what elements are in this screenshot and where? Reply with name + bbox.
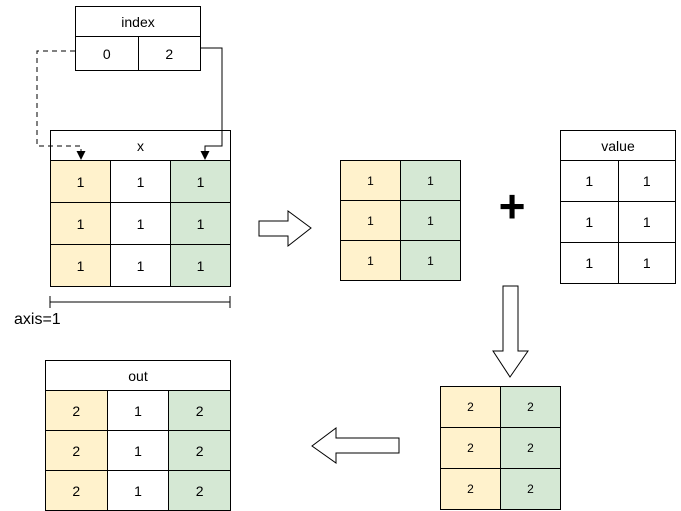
value-cell: 1 — [560, 160, 619, 202]
x-table-title: x — [50, 130, 231, 161]
out-cell: 1 — [106, 430, 170, 471]
gathered-cell: 1 — [400, 240, 461, 281]
flow-arrow-right-icon — [258, 210, 312, 248]
out-cell: 2 — [45, 390, 108, 431]
index-table-title: index — [75, 6, 201, 37]
value-cell: 1 — [560, 242, 619, 284]
out-cell: 1 — [106, 390, 170, 431]
x-cell: 1 — [110, 244, 171, 287]
sum-cell: 2 — [440, 427, 501, 469]
gathered-table: 1 1 1 1 1 1 — [340, 160, 461, 281]
x-cell: 1 — [110, 202, 171, 245]
out-table-title: out — [45, 360, 231, 391]
sum-cell: 2 — [500, 386, 561, 428]
gathered-cell: 1 — [400, 200, 461, 241]
out-cell: 2 — [45, 430, 108, 471]
value-cell: 1 — [560, 201, 619, 243]
out-cell: 2 — [168, 470, 231, 511]
sum-cell: 2 — [500, 468, 561, 510]
out-table: out 2 1 2 2 1 2 2 1 2 — [45, 360, 231, 511]
flow-arrow-left-icon — [311, 427, 400, 464]
x-cell: 1 — [50, 202, 111, 245]
x-cell: 1 — [170, 244, 231, 287]
sum-table: 2 2 2 2 2 2 — [440, 386, 561, 510]
x-cell: 1 — [170, 160, 231, 203]
gathered-cell: 1 — [340, 240, 401, 281]
value-table-title: value — [560, 130, 676, 161]
gathered-cell: 1 — [340, 200, 401, 241]
out-cell: 1 — [106, 470, 170, 511]
x-cell: 1 — [50, 160, 111, 203]
gathered-cell: 1 — [400, 160, 461, 201]
flow-arrow-down-icon — [492, 285, 529, 378]
value-table: value 1 1 1 1 1 1 — [560, 130, 676, 284]
index-cell: 2 — [137, 36, 201, 71]
sum-cell: 2 — [500, 427, 561, 469]
axis-label: axis=1 — [14, 311, 61, 328]
x-table: x 1 1 1 1 1 1 1 1 1 — [50, 130, 231, 287]
index-cell: 0 — [75, 36, 139, 71]
value-cell: 1 — [617, 242, 676, 284]
sum-cell: 2 — [440, 468, 501, 510]
value-cell: 1 — [617, 201, 676, 243]
axis-bracket — [49, 296, 231, 308]
sum-cell: 2 — [440, 386, 501, 428]
plus-operator: + — [498, 180, 526, 232]
x-cell: 1 — [170, 202, 231, 245]
x-cell: 1 — [110, 160, 171, 203]
out-cell: 2 — [168, 390, 231, 431]
gathered-cell: 1 — [340, 160, 401, 201]
out-cell: 2 — [168, 430, 231, 471]
out-cell: 2 — [45, 470, 108, 511]
x-cell: 1 — [50, 244, 111, 287]
index-table: index 0 2 — [75, 6, 201, 71]
value-cell: 1 — [617, 160, 676, 202]
